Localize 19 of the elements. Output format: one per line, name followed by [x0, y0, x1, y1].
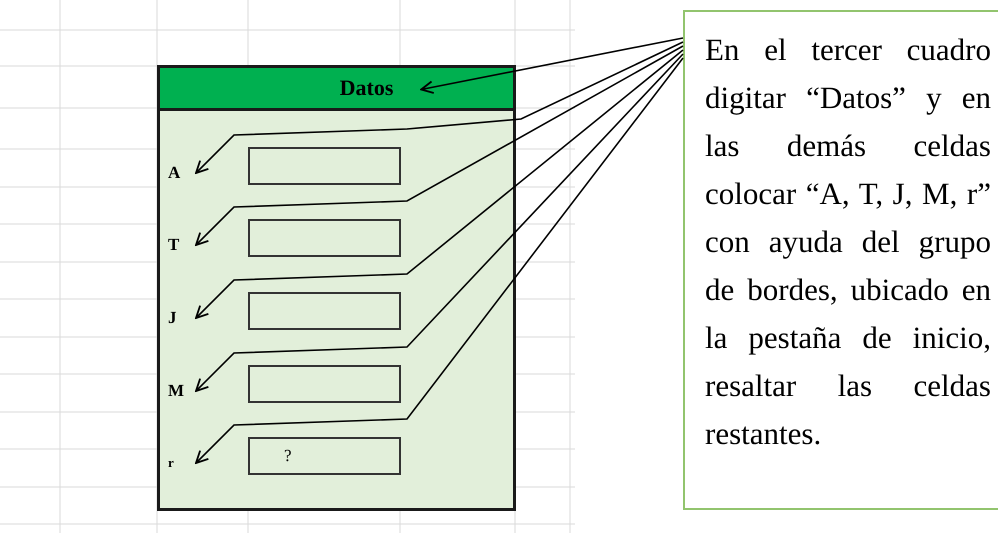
input-cell	[248, 147, 401, 185]
arrow	[420, 37, 684, 94]
variable-label: J	[168, 301, 194, 335]
arrow	[195, 45, 684, 246]
input-cell	[248, 292, 401, 330]
arrow	[195, 49, 684, 319]
arrow	[195, 58, 684, 464]
instruction-callout: En el tercer cuadro digitar “Datos” y en las demás celdas colocar “A, T, J, M, r” con ayuda del grupo de bordes, ubicado en la pestaña de inicio, resaltar las celdas restantes.	[683, 10, 998, 510]
input-cell	[248, 219, 401, 257]
variable-label: r	[168, 446, 194, 480]
arrow	[195, 53, 684, 392]
input-cell: ?	[248, 437, 401, 475]
table-panel	[157, 65, 516, 511]
variable-label: T	[168, 228, 194, 262]
variable-label: A	[168, 156, 194, 190]
variable-label: M	[168, 374, 194, 408]
input-cell	[248, 365, 401, 403]
arrow	[195, 41, 684, 174]
header-band: Datos	[160, 68, 513, 111]
